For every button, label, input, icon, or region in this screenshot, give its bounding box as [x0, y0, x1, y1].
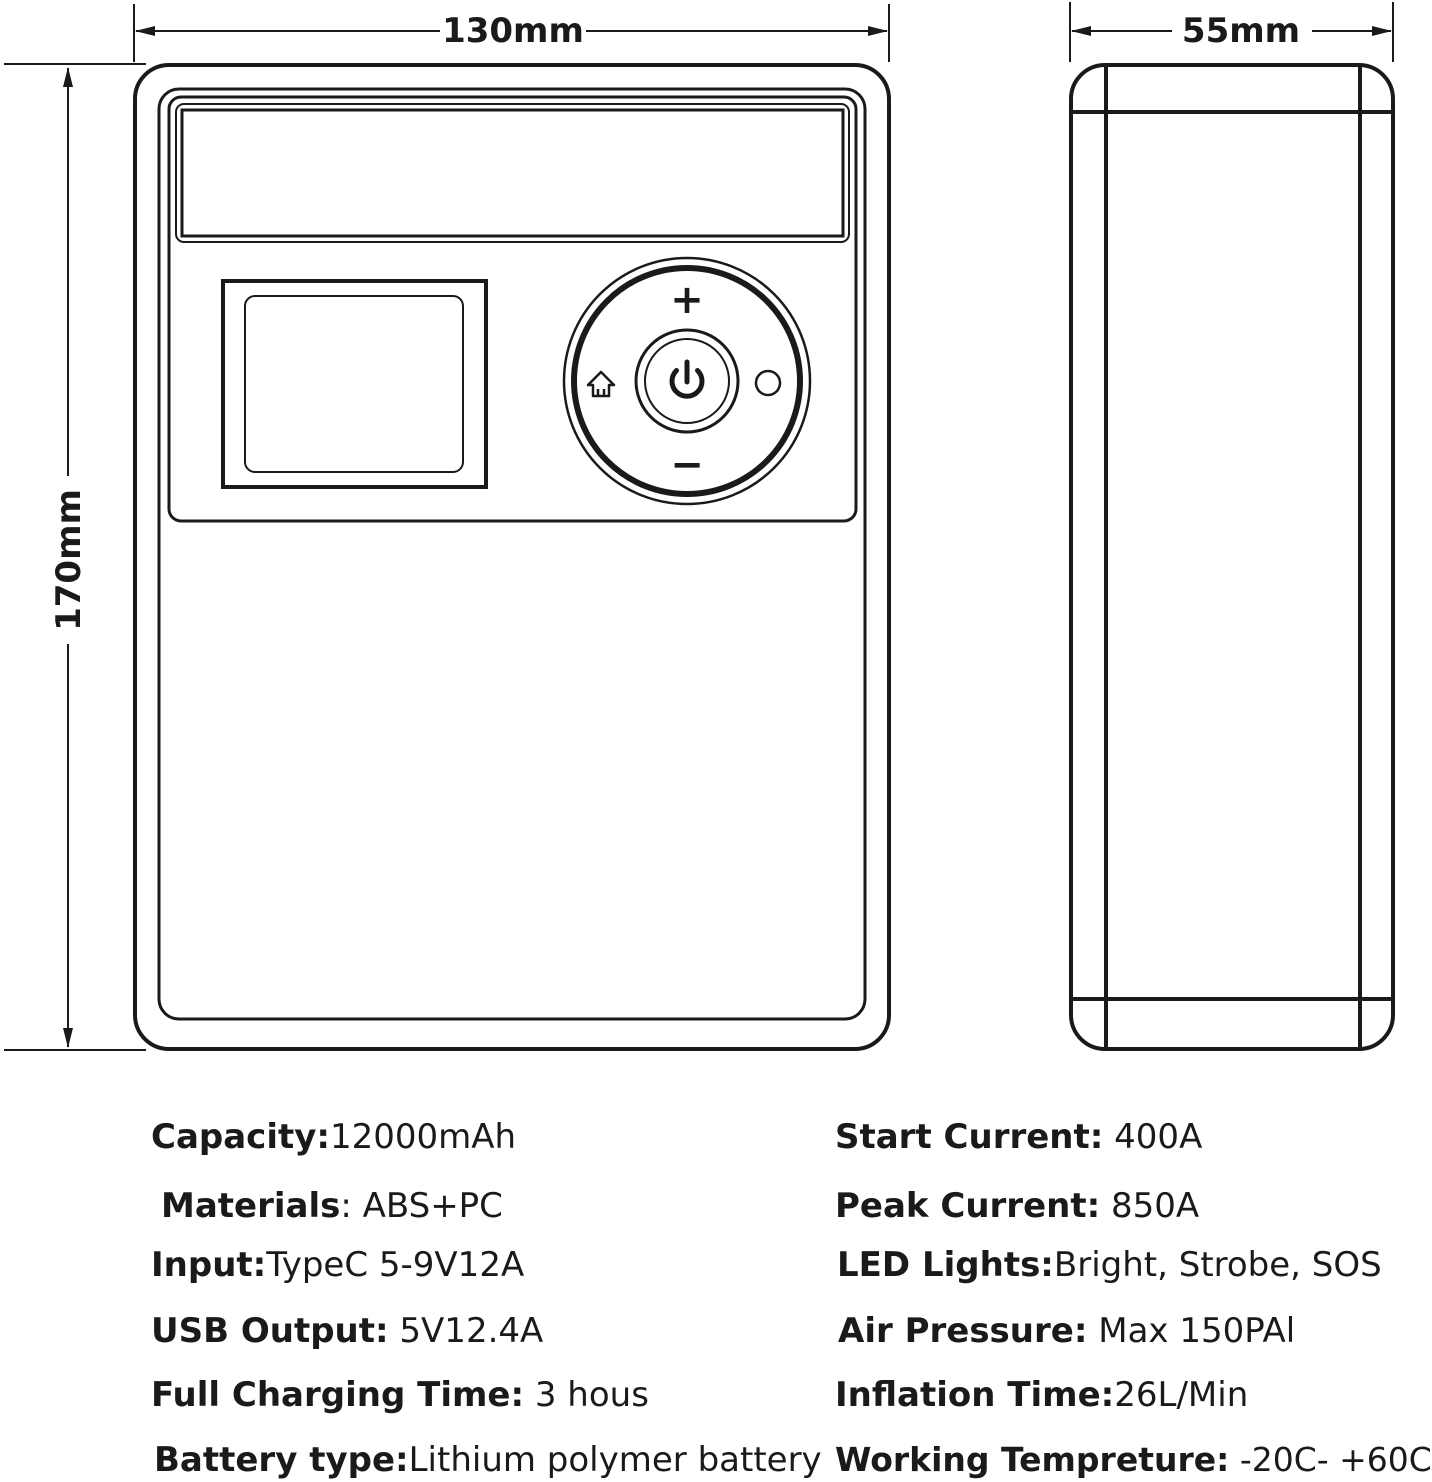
spec-key: Input:	[151, 1245, 267, 1285]
spec-led-lights: LED Lights:Bright, Strobe, SOS	[837, 1245, 1382, 1285]
spec-value: : ABS+PC	[340, 1186, 503, 1226]
spec-capacity: Capacity:12000mAh	[151, 1117, 516, 1157]
spec-value: Lithium polymer battery	[408, 1440, 822, 1480]
minus-button[interactable]: −	[670, 442, 704, 488]
spec-key: Full Charging Time:	[151, 1375, 525, 1415]
power-button[interactable]	[634, 328, 740, 434]
spec-value: Bright, Strobe, SOS	[1053, 1245, 1382, 1285]
spec-working-temperature: Working Tempreture: -20C- +60C	[835, 1440, 1432, 1480]
spec-value: 5V12.4A	[388, 1311, 544, 1351]
plus-button[interactable]: +	[670, 277, 704, 323]
spec-key: Air Pressure:	[838, 1311, 1088, 1351]
spec-value: 3 hous	[524, 1375, 649, 1415]
spec-value: 26L/Min	[1114, 1375, 1249, 1415]
front-outer-shell	[133, 63, 891, 1051]
side-view	[1069, 63, 1395, 1051]
front-view	[133, 63, 891, 1051]
spec-materials: Materials: ABS+PC	[161, 1186, 503, 1226]
light-bar	[180, 108, 845, 238]
spec-value: TypeC 5-9V12A	[266, 1245, 525, 1285]
display-screen	[244, 295, 464, 473]
spec-usb-output: USB Output: 5V12.4A	[151, 1311, 543, 1351]
spec-value: 400A	[1103, 1117, 1203, 1157]
height-label: 170mm	[49, 489, 89, 631]
spec-key: Working Tempreture:	[835, 1440, 1230, 1479]
spec-key: Materials	[161, 1186, 341, 1226]
house-icon[interactable]	[586, 370, 616, 398]
control-dial[interactable]	[562, 256, 812, 506]
front-width-dimension	[133, 4, 890, 62]
control-panel-inner-frame	[175, 103, 850, 243]
spec-air-pressure: Air Pressure: Max 150PAl	[838, 1311, 1295, 1351]
spec-value: Max 150PAl	[1087, 1311, 1296, 1351]
spec-charging-time: Full Charging Time: 3 hous	[151, 1375, 649, 1415]
spec-key: LED Lights:	[837, 1245, 1054, 1285]
spec-key: Capacity:	[151, 1117, 330, 1157]
spec-battery-type: Battery type:Lithium polymer battery	[154, 1440, 822, 1480]
power-icon	[669, 359, 705, 399]
spec-value: 12000mAh	[330, 1117, 517, 1157]
height-dimension	[4, 63, 146, 1051]
control-panel-frame	[167, 95, 858, 523]
spec-inflation-time: Inflation Time:26L/Min	[835, 1375, 1248, 1415]
spec-key: USB Output:	[151, 1311, 389, 1351]
spec-value: -20C- +60C	[1229, 1440, 1432, 1479]
front-inner-shell	[157, 87, 867, 1021]
side-width-dimension	[1069, 2, 1394, 62]
side-outer-shell	[1069, 63, 1395, 1051]
display-frame	[221, 279, 488, 489]
spec-start-current: Start Current: 400A	[835, 1117, 1202, 1157]
spec-input: Input:TypeC 5-9V12A	[151, 1245, 524, 1285]
front-width-label: 130mm	[442, 11, 584, 51]
spec-key: Start Current:	[835, 1117, 1104, 1157]
spec-value: 850A	[1100, 1186, 1200, 1226]
spec-key: Battery type:	[154, 1440, 409, 1480]
light-mode-button[interactable]	[754, 369, 782, 397]
spec-key: Peak Current:	[835, 1186, 1101, 1226]
dimension-drawing: 130mm 55mm 170mm	[4, 2, 1395, 1051]
spec-peak-current: Peak Current: 850A	[835, 1186, 1199, 1226]
side-width-label: 55mm	[1182, 11, 1300, 51]
spec-key: Inflation Time:	[835, 1375, 1115, 1415]
